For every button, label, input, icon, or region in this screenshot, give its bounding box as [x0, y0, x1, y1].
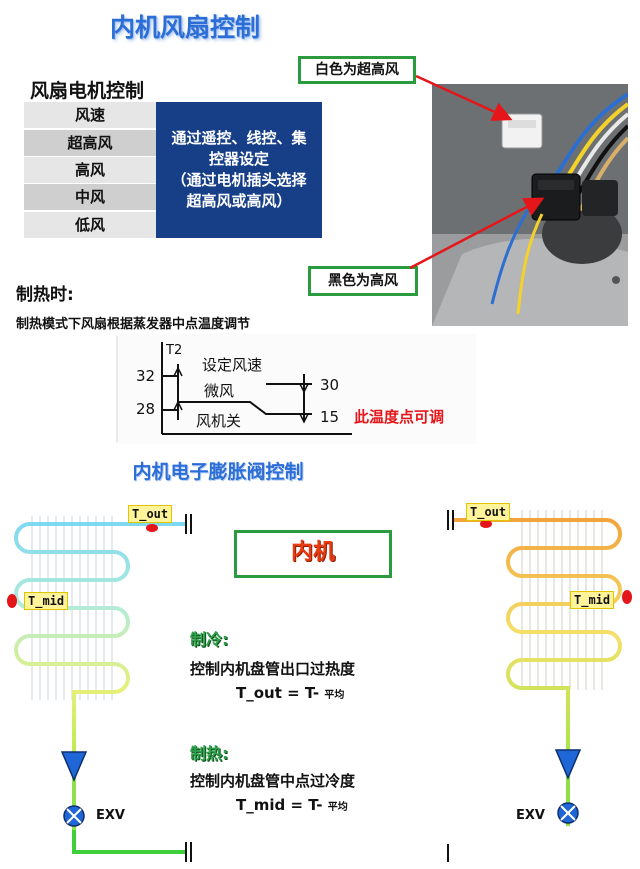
graph-tick-32: 32 — [136, 367, 155, 385]
description-line: （通过电机插头选择 — [171, 171, 307, 189]
left-out-sensor — [146, 524, 158, 532]
description-line: 控器设定 — [208, 150, 269, 168]
cooling-title: 制冷: — [190, 630, 229, 649]
zone-breeze: 微风 — [204, 382, 234, 400]
right-out-sensor — [480, 520, 492, 528]
black-callout-arrow — [409, 197, 545, 270]
white-callout-arrow — [415, 74, 513, 121]
exv-section-title: 内机电子膨胀阀控制 — [132, 461, 304, 483]
left-refrigerant-tube — [14, 522, 186, 760]
left-mid-tag: T_mid — [24, 592, 69, 610]
right-out-tag: T_out — [466, 503, 511, 521]
fan-speed-header: 风速 — [24, 102, 156, 128]
right-check-valve-icon — [554, 749, 582, 780]
fan-section-title: 风扇电机控制 — [30, 80, 145, 102]
fan-speed-super-high: 超高风 — [24, 130, 156, 156]
fan-speed-high: 高风 — [24, 157, 156, 183]
right-mid-sensor — [622, 590, 632, 604]
graph-axis-label: T2 — [165, 343, 182, 358]
left-check-valve-icon — [60, 751, 88, 782]
fan-speed-low: 低风 — [24, 212, 156, 238]
heating-title: 制热时: — [16, 285, 74, 305]
fan-speed-column: 风速 超高风 高风 中风 低风 — [24, 102, 156, 238]
white-connector-callout: 白色为超高风 — [298, 56, 416, 84]
fan-speed-table: 风速 超高风 高风 中风 低风 通过遥控、线控、集 控器设定 （通过电机插头选择… — [24, 102, 322, 238]
zone-fan-off: 风机关 — [196, 412, 241, 430]
left-exv-label: EXV — [96, 808, 125, 823]
heating-formula: T_mid = T- 平均 — [236, 796, 348, 814]
temperature-graph: T2 32 28 设定风速 微风 风机关 30 15 此温度点可调 — [116, 334, 476, 444]
right-coil — [447, 510, 632, 862]
heating-formula-main: T_mid = T- — [236, 796, 323, 814]
graph-tick-28: 28 — [136, 400, 155, 418]
left-out-tag: T_out — [128, 505, 173, 523]
indoor-unit-label: 内机 — [234, 530, 392, 578]
right-exv-label: EXV — [516, 808, 545, 823]
cooling-formula-main: T_out = T- — [236, 684, 320, 702]
black-connector-callout: 黑色为高风 — [308, 266, 418, 296]
description-line: 通过遥控、线控、集 — [171, 129, 307, 147]
fan-speed-description: 通过遥控、线控、集 控器设定 （通过电机插头选择 超高风或高风） — [156, 102, 322, 238]
graph-tick-30: 30 — [320, 376, 339, 394]
heating-mode-title: 制热: — [190, 744, 229, 763]
heating-formula-sub: 平均 — [327, 802, 348, 813]
breeze-step-line — [178, 401, 304, 415]
cooling-formula: T_out = T- 平均 — [236, 684, 344, 702]
graph-tick-15: 15 — [320, 408, 339, 426]
right-mid-tag: T_mid — [570, 591, 615, 609]
fan-speed-medium: 中风 — [24, 184, 156, 210]
zone-set-speed: 设定风速 — [202, 356, 262, 374]
description-line: 超高风或高风） — [186, 192, 292, 210]
graph-adjustable-note: 此温度点可调 — [354, 408, 444, 426]
left-mid-sensor — [7, 594, 17, 608]
page-title: 内机风扇控制 — [109, 13, 260, 42]
cooling-formula-sub: 平均 — [324, 690, 345, 701]
heating-description: 制热模式下风扇根据蒸发器中点温度调节 — [16, 317, 251, 332]
cooling-text: 控制内机盘管出口过热度 — [190, 660, 356, 678]
heating-mode-text: 控制内机盘管中点过冷度 — [190, 772, 356, 790]
right-refrigerant-tube — [452, 518, 622, 752]
